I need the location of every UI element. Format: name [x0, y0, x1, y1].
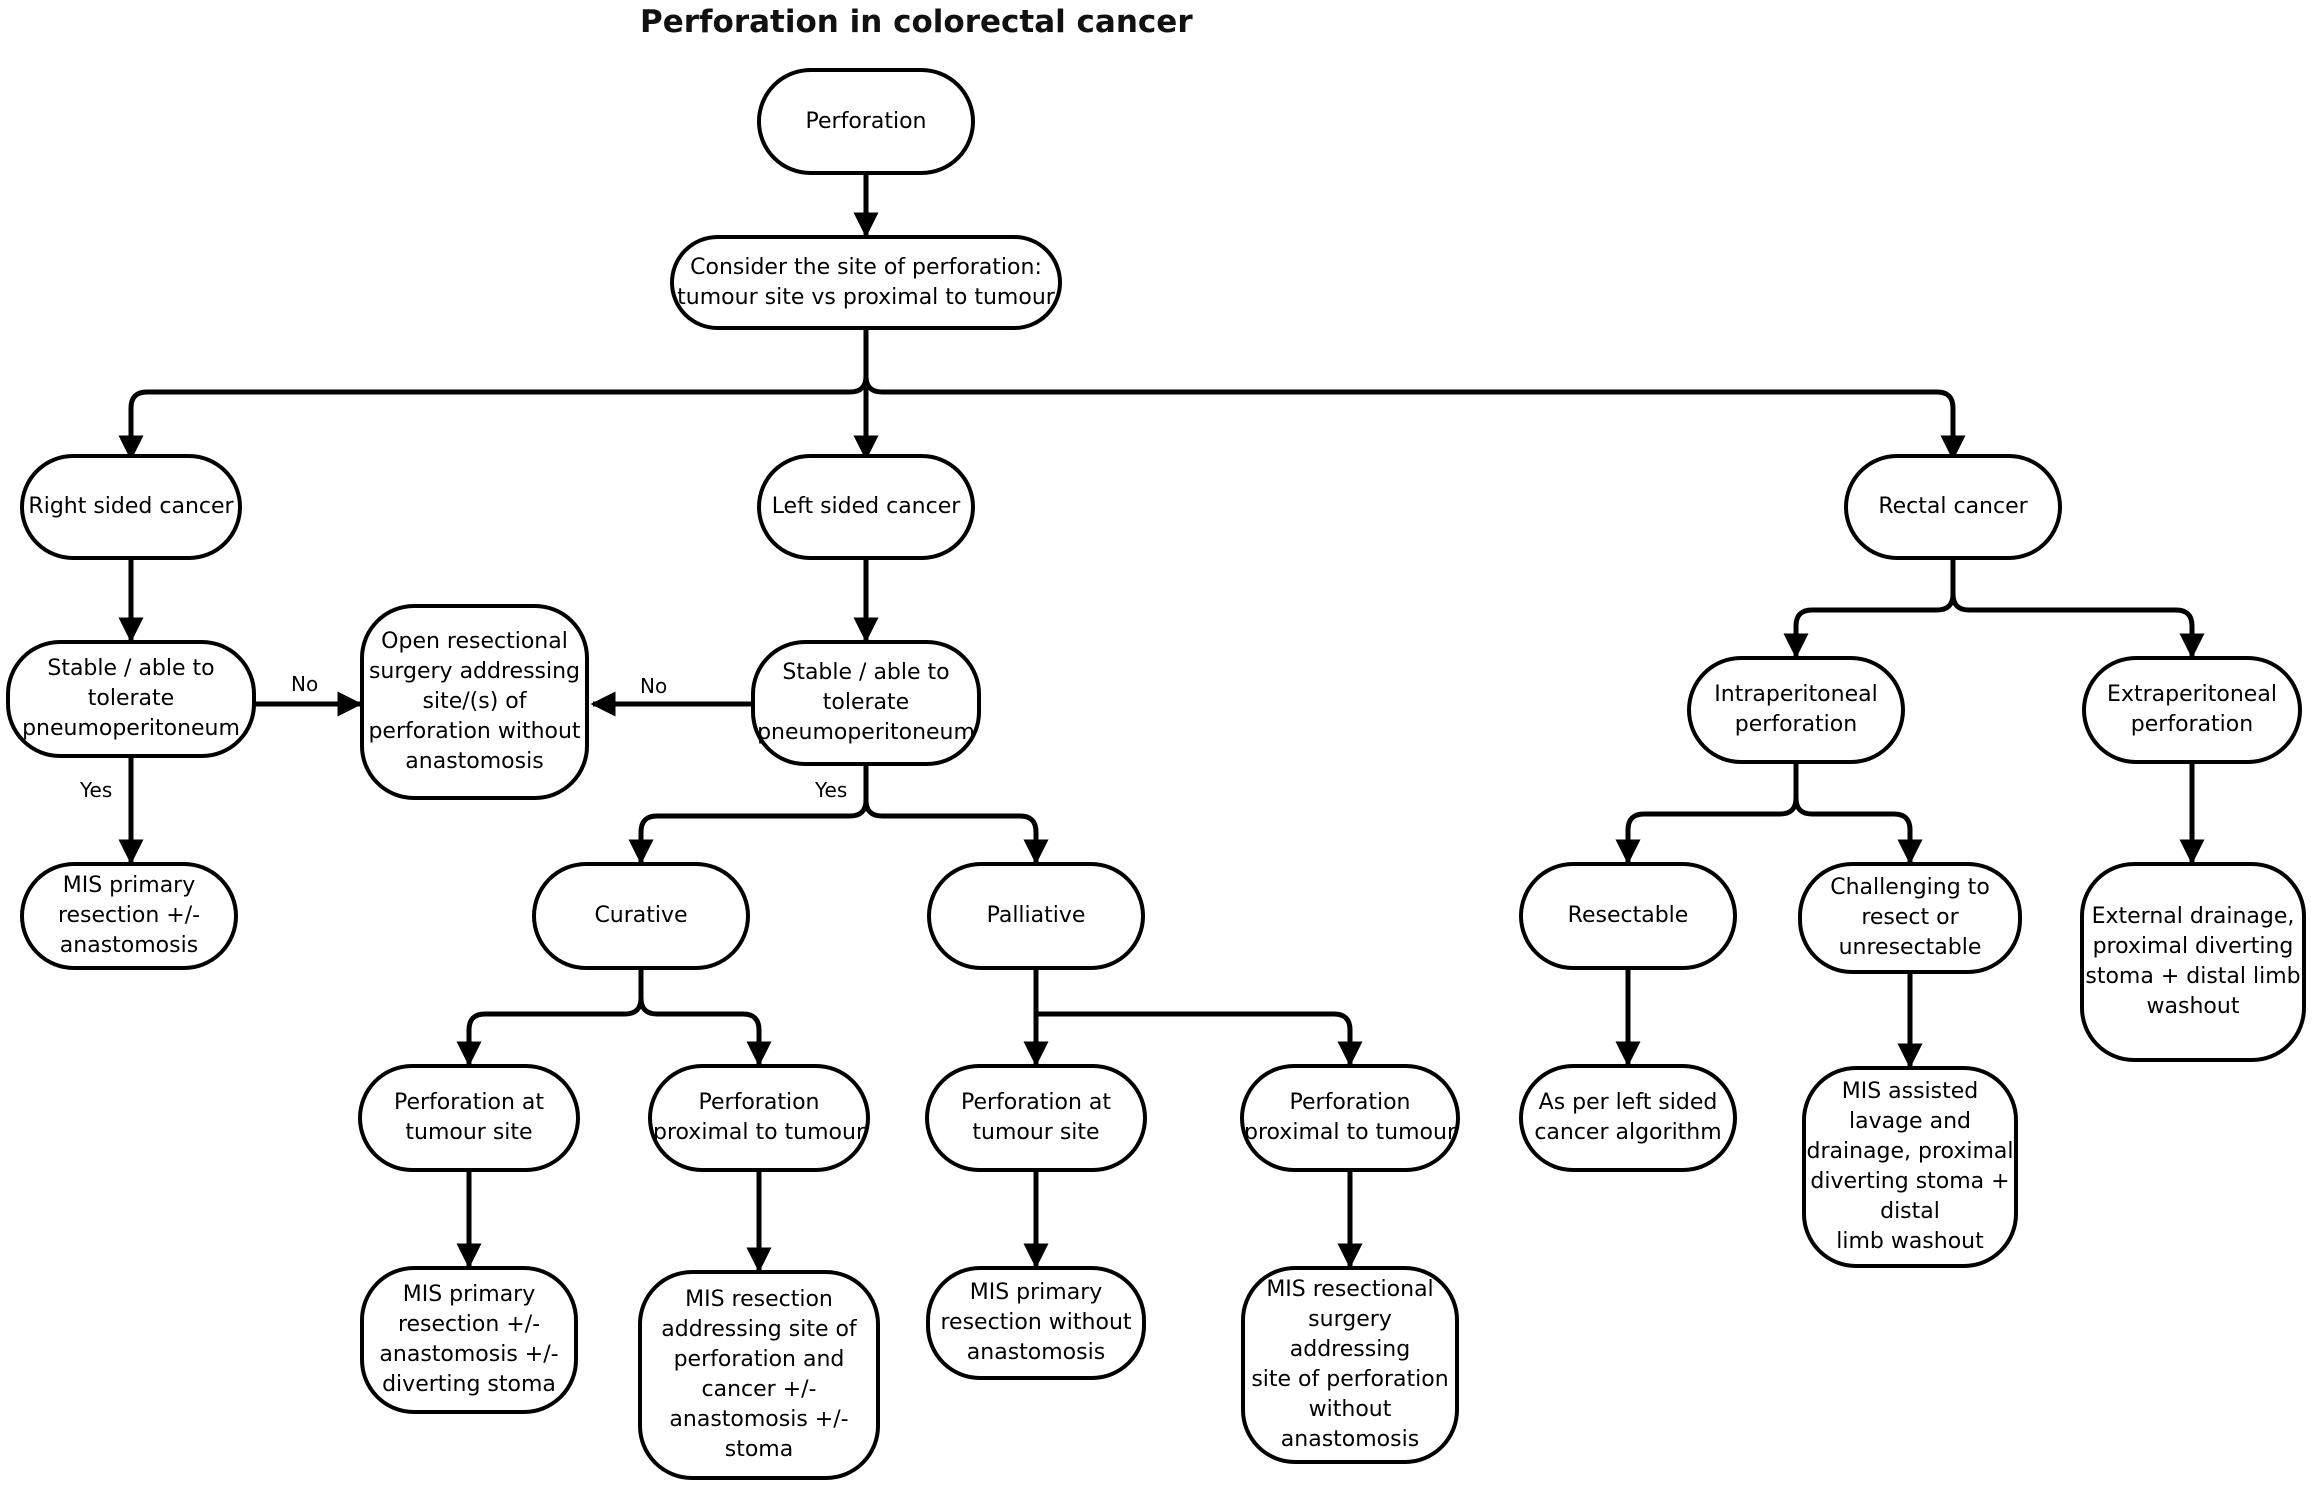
- edge-label-left-yes: Yes: [815, 778, 848, 802]
- node-text: Perforation at tumour site: [960, 1090, 1112, 1145]
- node-text: Resectable: [1567, 903, 1689, 928]
- node-text: Right sided cancer: [28, 494, 234, 519]
- diagram-title: Perforation in colorectal cancer: [640, 4, 1193, 40]
- edge-rectal-extraperitoneal: [1950, 560, 2205, 659]
- node-text: Palliative: [986, 903, 1086, 928]
- node-external-drainage: External drainage, proximal diverting st…: [2080, 862, 2306, 1062]
- node-stable-left: Stable / able to tolerate pneumoperitone…: [751, 640, 981, 766]
- node-stable-right: Stable / able to tolerate pneumoperitone…: [6, 640, 256, 758]
- node-right-sided-cancer: Right sided cancer: [20, 454, 242, 560]
- edge-label-right-no: No: [291, 672, 319, 696]
- node-text: Challenging to resect or unresectable: [1830, 875, 1990, 960]
- node-palliative: Palliative: [927, 862, 1145, 970]
- edge-intra-challenging: [1793, 764, 1923, 865]
- node-text: External drainage, proximal diverting st…: [2085, 904, 2301, 1019]
- node-text: Perforation: [805, 108, 927, 134]
- node-text: Stable / able to tolerate pneumoperitone…: [22, 656, 240, 741]
- node-curative-proximal: Perforation proximal to tumour: [648, 1064, 870, 1172]
- node-text: Stable / able to tolerate pneumoperitone…: [757, 660, 975, 745]
- node-text: Curative: [594, 903, 688, 928]
- node-as-per-left-sided: As per left sided cancer algorithm: [1519, 1064, 1737, 1172]
- edge-label-right-yes: Yes: [80, 778, 113, 802]
- node-palliative-proximal-outcome: MIS resectional surgery addressing site …: [1241, 1266, 1459, 1464]
- node-text: MIS assisted lavage and drainage, proxim…: [1806, 1079, 2014, 1254]
- edge-consider-rectal: [863, 330, 1966, 461]
- edge-palliative-proximal: [1036, 1011, 1363, 1067]
- node-resectable: Resectable: [1519, 862, 1737, 970]
- node-text: Rectal cancer: [1878, 494, 2028, 519]
- edge-stable-left-palliative: [863, 766, 1049, 865]
- node-text: MIS primary resection without anastomosi…: [940, 1280, 1132, 1365]
- node-mis-assisted-lavage: MIS assisted lavage and drainage, proxim…: [1802, 1066, 2018, 1268]
- node-curative-proximal-outcome: MIS resection addressing site of perfora…: [638, 1270, 880, 1480]
- edge-consider-right: [118, 330, 869, 461]
- node-palliative-tumour-outcome: MIS primary resection without anastomosi…: [926, 1266, 1146, 1380]
- edge-rectal-intraperitoneal: [1783, 560, 1956, 659]
- node-mis-primary-right: MIS primary resection +/- anastomosis: [20, 862, 238, 970]
- node-curative-tumour-site: Perforation at tumour site: [358, 1064, 580, 1172]
- node-text: Left sided cancer: [771, 494, 961, 519]
- node-text: Intraperitoneal perforation: [1714, 682, 1878, 737]
- node-open-resectional-surgery: Open resectional surgery addressing site…: [360, 604, 589, 800]
- edge-curative-tumour-site: [456, 970, 644, 1067]
- node-extraperitoneal: Extraperitoneal perforation: [2082, 656, 2302, 764]
- node-text: Perforation at tumour site: [393, 1090, 545, 1145]
- node-palliative-proximal: Perforation proximal to tumour: [1240, 1064, 1460, 1172]
- edge-curative-proximal: [638, 970, 772, 1067]
- node-consider-site: Consider the site of perforation: tumour…: [670, 235, 1062, 330]
- node-curative-tumour-outcome: MIS primary resection +/- anastomosis +/…: [360, 1266, 578, 1414]
- node-rectal-cancer: Rectal cancer: [1844, 454, 2062, 560]
- node-intraperitoneal: Intraperitoneal perforation: [1687, 656, 1905, 764]
- node-text: Perforation proximal to tumour: [653, 1090, 865, 1145]
- edge-intra-resectable: [1615, 764, 1799, 865]
- node-text: Extraperitoneal perforation: [2107, 682, 2277, 737]
- node-curative: Curative: [532, 862, 750, 970]
- node-text: As per left sided cancer algorithm: [1534, 1090, 1722, 1145]
- edge-label-left-no: No: [640, 674, 668, 698]
- node-text: Open resectional surgery addressing site…: [368, 629, 581, 774]
- node-text: MIS resectional surgery addressing site …: [1251, 1277, 1449, 1452]
- node-left-sided-cancer: Left sided cancer: [757, 454, 975, 560]
- node-text: MIS primary resection +/- anastomosis +/…: [379, 1282, 559, 1397]
- node-perforation: Perforation: [757, 68, 975, 175]
- node-palliative-tumour-site: Perforation at tumour site: [925, 1064, 1147, 1172]
- node-text: MIS primary resection +/- anastomosis: [57, 873, 201, 958]
- node-text: Perforation proximal to tumour: [1244, 1090, 1456, 1145]
- node-text: Consider the site of perforation: tumour…: [677, 254, 1055, 310]
- node-challenging: Challenging to resect or unresectable: [1798, 862, 2022, 974]
- node-text: MIS resection addressing site of perfora…: [661, 1287, 857, 1462]
